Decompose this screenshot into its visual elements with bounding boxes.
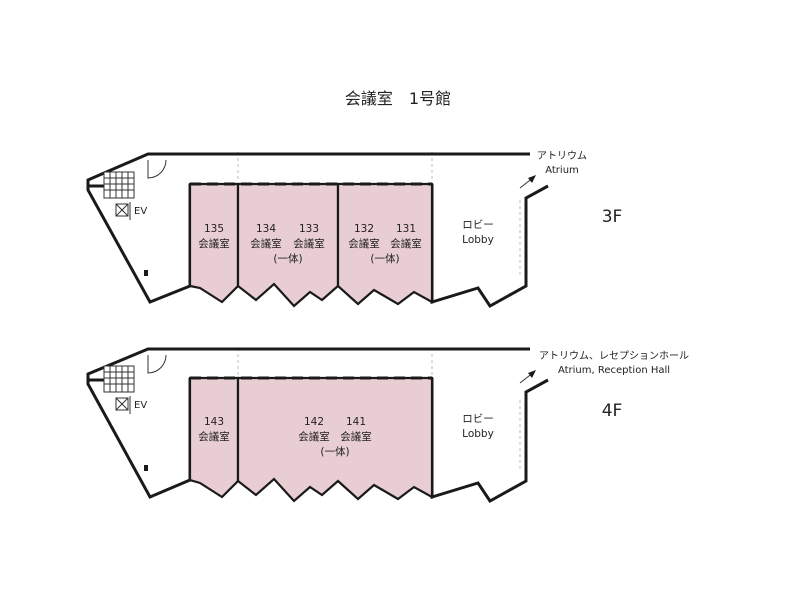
lobby-3f-en: Lobby bbox=[462, 234, 494, 246]
access-label-3f-en: Atrium bbox=[545, 165, 579, 176]
room-134-name: 会議室 bbox=[250, 237, 282, 250]
room-134-133-combined-note: (一体) bbox=[273, 253, 302, 265]
room-142-name: 会議室 bbox=[298, 430, 330, 443]
room-132-131-combined-note: (一体) bbox=[370, 253, 399, 265]
atrium-arrow-4f-icon bbox=[528, 370, 536, 378]
room-132-131 bbox=[336, 182, 434, 306]
floor-label-3f: 3F bbox=[602, 207, 623, 227]
ev-label-3f: EV bbox=[134, 206, 147, 217]
door-swing-4f bbox=[147, 354, 167, 374]
room-135-number: 135 bbox=[204, 223, 224, 235]
room-132-number: 132 bbox=[354, 223, 374, 235]
floor-4f-plan: EV 143 会議室 142 会議室 141 会議室 (一体) ロビー Lobb… bbox=[86, 347, 689, 503]
stairs-4f bbox=[103, 365, 135, 393]
room-142-141-combined-note: (一体) bbox=[320, 446, 349, 458]
ev-label-4f: EV bbox=[134, 400, 147, 411]
floor-label-4f: 4F bbox=[602, 401, 623, 421]
room-131-name: 会議室 bbox=[390, 237, 422, 250]
room-133-number: 133 bbox=[299, 223, 319, 235]
lobby-4f-ja: ロビー bbox=[462, 413, 494, 425]
room-141-name: 会議室 bbox=[340, 430, 372, 443]
lobby-4f-en: Lobby bbox=[462, 428, 494, 440]
room-133-name: 会議室 bbox=[293, 237, 325, 250]
room-135-name: 会議室 bbox=[198, 237, 230, 250]
room-141-number: 141 bbox=[346, 416, 366, 428]
access-label-4f-en: Atrium, Reception Hall bbox=[558, 365, 670, 376]
room-131-number: 131 bbox=[396, 223, 416, 235]
page-title: 会議室 1号館 bbox=[345, 89, 451, 108]
floor-3f-plan: EV 135 会議室 134 会議室 133 会議室 (一体) 132 会議室 … bbox=[86, 150, 623, 308]
access-label-4f-ja: アトリウム、レセプションホール bbox=[539, 350, 689, 362]
room-143-name: 会議室 bbox=[198, 430, 230, 443]
lobby-3f-ja: ロビー bbox=[462, 219, 494, 231]
door-swing-3f bbox=[147, 159, 167, 179]
atrium-arrow-3f-icon bbox=[528, 175, 536, 183]
room-143-number: 143 bbox=[204, 416, 224, 428]
room-142-141 bbox=[236, 376, 434, 503]
stairs-3f bbox=[103, 171, 135, 199]
room-134-number: 134 bbox=[256, 223, 276, 235]
access-label-3f-ja: アトリウム bbox=[537, 150, 587, 162]
room-142-number: 142 bbox=[304, 416, 324, 428]
room-132-name: 会議室 bbox=[348, 237, 380, 250]
